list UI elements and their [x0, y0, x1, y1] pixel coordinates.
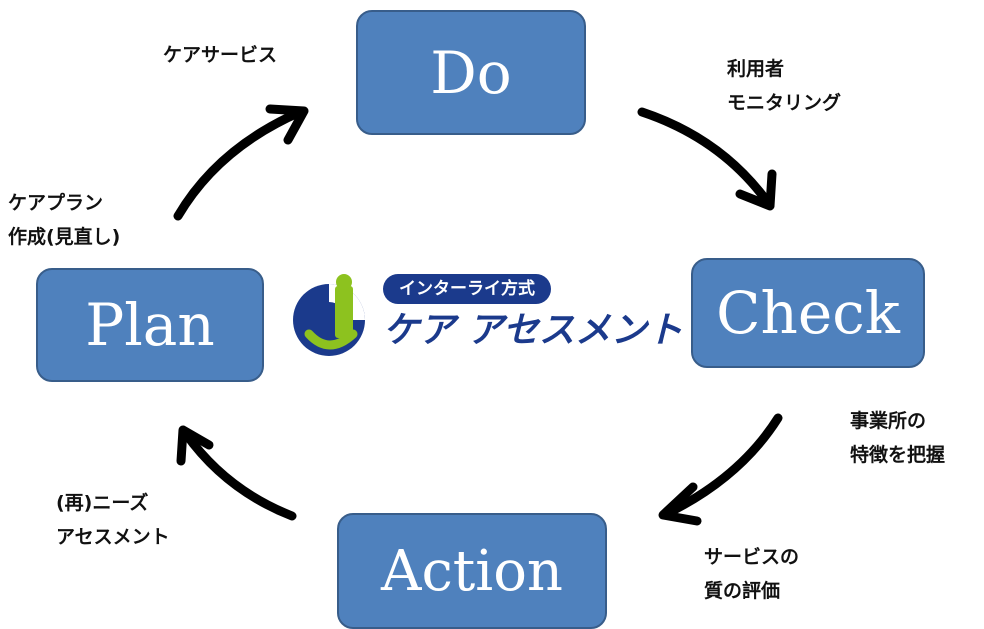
- monitoring-label: 利用者 モニタリング: [727, 52, 841, 120]
- stage-plan-box: Plan: [36, 268, 264, 382]
- arrow-plan-to-do: [173, 104, 309, 221]
- stage-check-box: Check: [691, 258, 925, 368]
- care-service-line-1: ケアサービス: [163, 44, 278, 66]
- stage-action-label: Action: [381, 538, 563, 604]
- evaluation-label: サービスの 質の評価: [704, 540, 799, 608]
- careplan-line-1: ケアプラン: [8, 192, 104, 214]
- monitoring-line-2: モニタリング: [727, 92, 842, 114]
- logo-badge: インターライ方式: [383, 274, 551, 304]
- evaluation-line-2: 質の評価: [704, 580, 781, 602]
- reassessment-label: (再)ニーズ アセスメント: [56, 486, 170, 554]
- arrow-action-to-plan: [176, 425, 297, 521]
- logo-main-text: ケア アセスメント: [383, 310, 683, 351]
- reassessment-line-2: アセスメント: [56, 526, 170, 548]
- careplan-label: ケアプラン 作成(見直し): [8, 186, 120, 254]
- stage-do-label: Do: [430, 38, 512, 107]
- care-service-label: ケアサービス: [163, 38, 277, 72]
- features-label: 事業所の 特徴を把握: [850, 404, 945, 472]
- reassessment-line-1: (再)ニーズ: [56, 492, 149, 514]
- arrow-check-to-action: [658, 413, 783, 526]
- arrow-do-to-check: [637, 107, 777, 211]
- stage-plan-label: Plan: [85, 291, 215, 359]
- features-line-2: 特徴を把握: [850, 444, 946, 466]
- evaluation-line-1: サービスの: [704, 546, 800, 568]
- careplan-line-2: 作成(見直し): [8, 226, 121, 248]
- monitoring-line-1: 利用者: [727, 58, 785, 80]
- stage-action-box: Action: [337, 513, 607, 629]
- logo-mark-icon: [293, 274, 365, 356]
- stage-do-box: Do: [356, 10, 586, 135]
- logo-badge-text: インターライ方式: [399, 279, 535, 299]
- logo: インターライ方式 ケア アセスメント: [287, 268, 683, 364]
- stage-check-label: Check: [716, 279, 900, 347]
- features-line-1: 事業所の: [850, 410, 927, 432]
